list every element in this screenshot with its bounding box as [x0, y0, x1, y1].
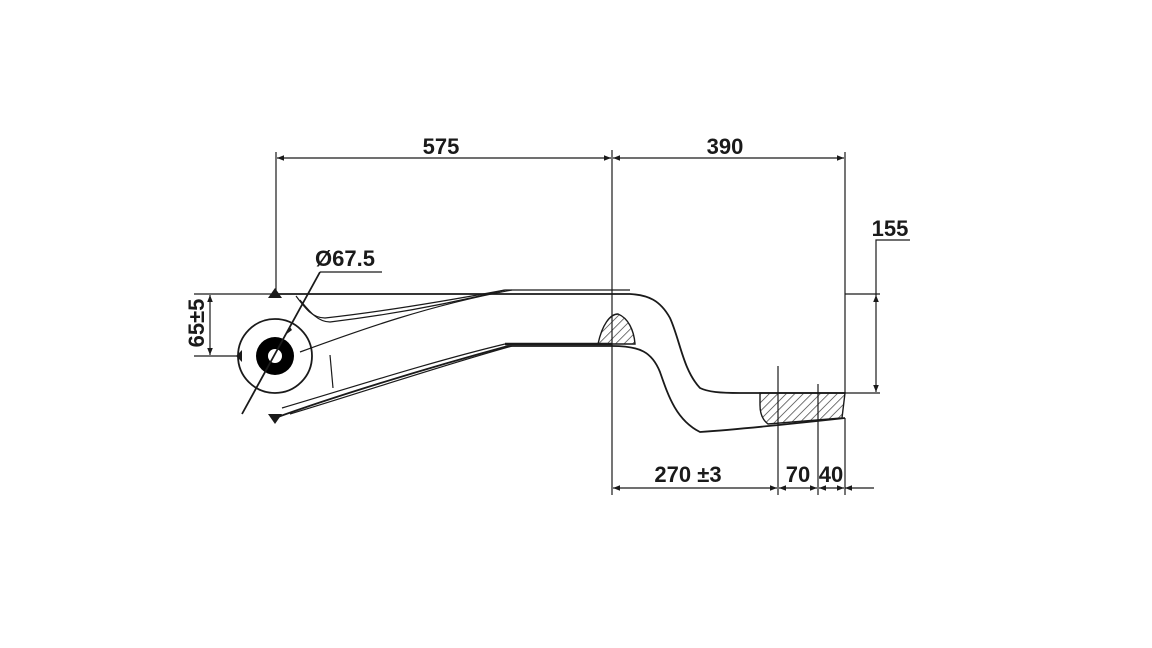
extension-lines [194, 150, 880, 495]
leaf-top-edge [275, 293, 845, 394]
leaf-bottom-edge [274, 345, 846, 433]
leaf-inner-top-2 [295, 289, 506, 319]
label-70: 70 [786, 462, 810, 487]
eye-ref-line [329, 354, 334, 389]
leaf-diagonal-2 [281, 343, 506, 409]
label-40: 40 [819, 462, 843, 487]
leaf-diagonal-1 [299, 289, 513, 353]
center-section-hatch [597, 313, 636, 345]
label-270: 270 ±3 [654, 462, 721, 487]
label-65: 65±5 [184, 299, 209, 348]
rear-seat-hatch [759, 392, 846, 425]
spring-body [236, 288, 846, 433]
dimension-lines [207, 155, 910, 491]
eye-bore [268, 349, 282, 363]
label-155: 155 [872, 216, 909, 241]
label-diameter: Ø67.5 [315, 246, 375, 271]
label-575: 575 [423, 134, 460, 159]
leaf-diagonal-3 [289, 345, 513, 415]
label-390: 390 [707, 134, 744, 159]
dia-leader [241, 271, 321, 415]
dia-arrow-1 [284, 327, 292, 336]
eye-top-marker [268, 288, 282, 298]
dim-155-leader [875, 239, 910, 295]
dimension-labels: 575 390 155 Ø67.5 65±5 270 ±3 70 40 [184, 134, 908, 487]
eye-bottom-marker [268, 414, 282, 424]
